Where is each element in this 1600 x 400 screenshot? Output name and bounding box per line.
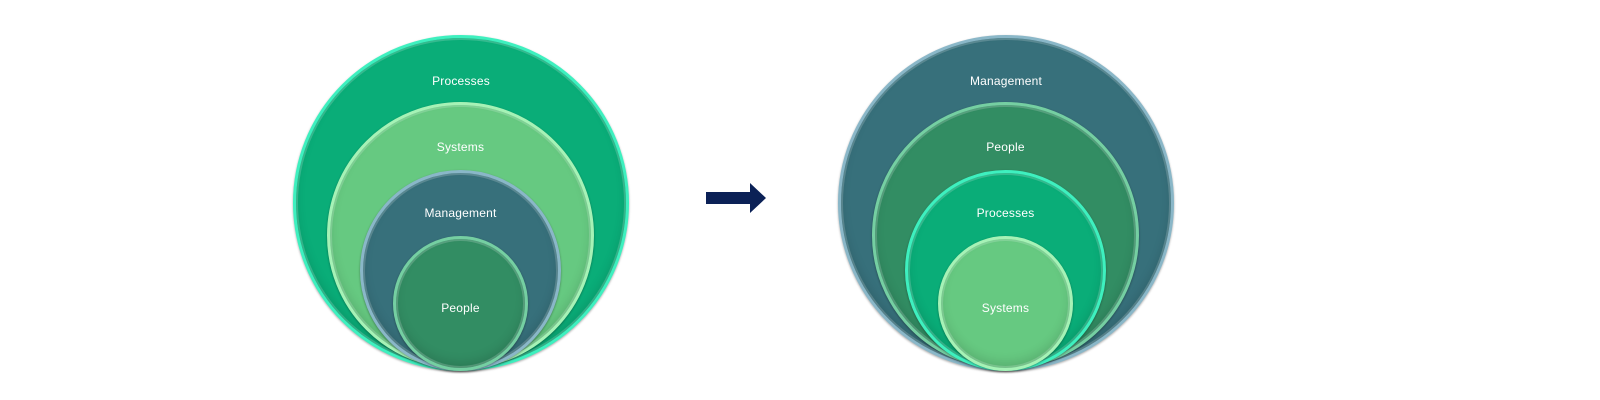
- right-ring-third-label: Processes: [976, 206, 1035, 220]
- right-arrow-icon: [706, 183, 766, 213]
- left-ring-outer-label: Processes: [432, 74, 490, 88]
- left-ring-inner: People: [393, 236, 528, 371]
- left-ring-second-label: Systems: [436, 140, 485, 154]
- arrow-shape: [706, 183, 766, 213]
- right-ring-outer-label: Management: [969, 74, 1043, 88]
- left-ring-inner-label: People: [441, 301, 480, 315]
- left-ring-third-label: Management: [424, 206, 497, 220]
- right-ring-inner-label: Systems: [981, 301, 1030, 315]
- right-ring-inner: Systems: [938, 236, 1073, 371]
- right-ring-second-label: People: [986, 140, 1025, 154]
